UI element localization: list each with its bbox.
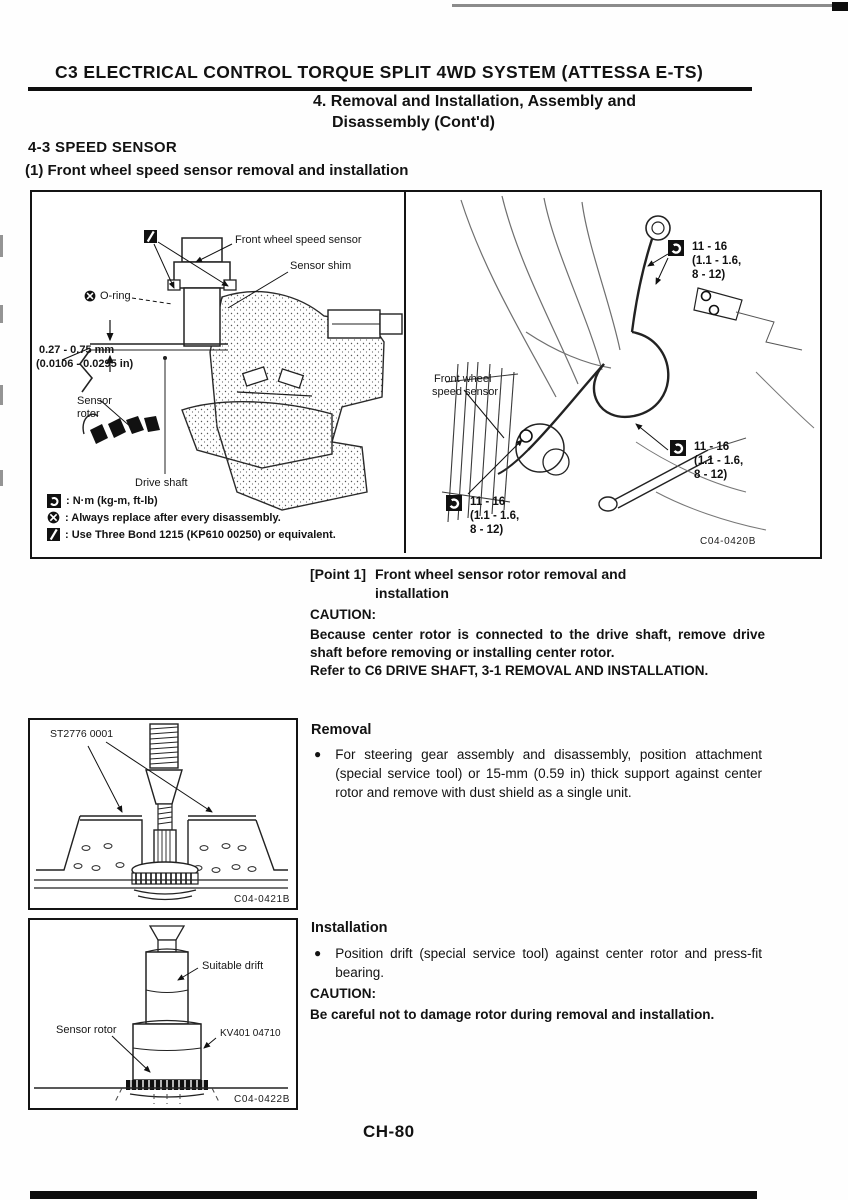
torque-value: 11 - 16 bbox=[470, 496, 506, 508]
label-oring-text: O-ring bbox=[100, 290, 131, 302]
removal-bullet-item: ● For steering gear assembly and disasse… bbox=[314, 745, 762, 802]
caution-label: CAUTION: bbox=[310, 986, 376, 1001]
caution-text: Because center rotor is connected to the… bbox=[310, 627, 765, 660]
main-figure: Front wheel speed sensor Sensor shim O-r… bbox=[30, 190, 822, 559]
sealant-icon bbox=[144, 230, 157, 243]
subsection-heading: (1) Front wheel speed sensor removal and… bbox=[25, 162, 409, 179]
figure-reference: C04-0421B bbox=[234, 894, 290, 905]
label-suitable-drift: Suitable drift bbox=[202, 960, 264, 972]
scan-artifact-corner bbox=[832, 2, 848, 11]
removal-heading: Removal bbox=[311, 722, 372, 738]
torque-ftlb: 8 - 12) bbox=[692, 269, 726, 281]
torque-kgm: (1.1 - 1.6, bbox=[692, 255, 742, 267]
torque-callout-top: 11 - 16 (1.1 - 1.6, 8 - 12) bbox=[668, 240, 741, 282]
page-title: C3 ELECTRICAL CONTROL TORQUE SPLIT 4WD S… bbox=[55, 62, 704, 82]
torque-value: 11 - 16 bbox=[694, 441, 730, 453]
sealant-icon bbox=[47, 528, 60, 541]
dimension-in: (0.0106 - 0.0295 in) bbox=[36, 358, 134, 370]
press-figure: ST2776 0001 C04-0421B bbox=[28, 718, 298, 910]
torque-kgm: (1.1 - 1.6, bbox=[470, 510, 520, 522]
section-heading: 4-3 SPEED SENSOR bbox=[28, 139, 178, 156]
legend-torque: : N·m (kg-m, ft-lb) bbox=[47, 494, 158, 508]
drift-figure: Suitable drift Sensor rotor KV401 04710 … bbox=[28, 918, 298, 1110]
label-sensor-shim: Sensor shim bbox=[290, 260, 352, 272]
caution-refer-text: Refer to C6 DRIVE SHAFT, 3-1 REMOVAL AND… bbox=[310, 663, 709, 678]
installation-heading: Installation bbox=[311, 920, 388, 936]
scan-edge-mark bbox=[0, 305, 3, 323]
replace-part-icon bbox=[84, 290, 96, 302]
label-front-wheel-speed-sensor: Front wheel speed sensor bbox=[235, 234, 362, 246]
bullet-marker: ● bbox=[314, 747, 322, 761]
torque-ftlb: 8 - 12) bbox=[694, 469, 728, 481]
torque-wrench-icon bbox=[668, 240, 684, 282]
torque-ftlb: 8 - 12) bbox=[470, 524, 504, 536]
legend-replace-text: : Always replace after every disassembly… bbox=[65, 511, 281, 524]
page-number: CH-80 bbox=[363, 1122, 415, 1141]
label-oring: O-ring bbox=[84, 290, 131, 302]
installation-caution-text: Be careful not to damage rotor during re… bbox=[310, 1007, 715, 1022]
figure-reference: C04-0420B bbox=[700, 536, 756, 547]
replace-part-icon bbox=[47, 511, 60, 524]
tool-number-label: ST2776 0001 bbox=[50, 728, 114, 740]
legend-sealant: : Use Three Bond 1215 (KP610 00250) or e… bbox=[47, 528, 336, 541]
torque-wrench-icon bbox=[47, 494, 61, 508]
legend-sealant-text: : Use Three Bond 1215 (KP610 00250) or e… bbox=[65, 528, 336, 541]
torque-wrench-icon bbox=[446, 495, 462, 537]
bullet-marker: ● bbox=[314, 946, 322, 960]
installation-bullet-text: Position drift (special service tool) ag… bbox=[335, 946, 762, 980]
chapter-subtitle-line1: 4. Removal and Installation, Assembly an… bbox=[313, 93, 637, 110]
removal-bullet-text: For steering gear assembly and disassemb… bbox=[335, 747, 762, 800]
press-tool-drawing bbox=[34, 723, 288, 901]
torque-callout-mid: 11 - 16 (1.1 - 1.6, 8 - 12) bbox=[670, 440, 743, 482]
torque-value: 11 - 16 bbox=[692, 241, 728, 253]
scan-edge-mark bbox=[0, 235, 3, 257]
label-sensor-rotor: Sensor rotor bbox=[56, 1024, 117, 1036]
scan-artifact-bottom-bar bbox=[30, 1191, 757, 1199]
figure-reference: C04-0422B bbox=[234, 1094, 290, 1105]
legend-replace: : Always replace after every disassembly… bbox=[47, 511, 281, 524]
legend-torque-text: : N·m (kg-m, ft-lb) bbox=[66, 495, 158, 507]
figure-panel-divider bbox=[404, 192, 406, 553]
label-front-wheel-line1: Front wheel bbox=[434, 373, 492, 385]
label-sensor-rotor-line2: rotor bbox=[77, 408, 100, 420]
suspension-view-drawing bbox=[441, 195, 815, 531]
point1-title-line1: Front wheel sensor rotor removal and bbox=[375, 566, 627, 582]
installation-bullet-item: ● Position drift (special service tool) … bbox=[314, 944, 762, 982]
drift-tool-drawing bbox=[34, 925, 288, 1104]
point1-title-line2: installation bbox=[375, 585, 449, 601]
chapter-subtitle-line2: Disassembly (Cont'd) bbox=[332, 114, 495, 131]
scan-edge-mark bbox=[0, 470, 3, 486]
label-front-wheel-line2: speed sensor bbox=[432, 386, 499, 398]
dimension-mm: 0.27 - 0.75 mm bbox=[39, 344, 115, 356]
tool-number-label: KV401 04710 bbox=[220, 1028, 281, 1039]
torque-kgm: (1.1 - 1.6, bbox=[694, 455, 744, 467]
scan-edge-mark bbox=[0, 385, 3, 405]
title-underline bbox=[28, 87, 752, 91]
torque-callout-bottom: 11 - 16 (1.1 - 1.6, 8 - 12) bbox=[446, 495, 519, 537]
torque-wrench-icon bbox=[670, 440, 686, 482]
scan-artifact-line bbox=[452, 4, 848, 7]
point1-heading: [Point 1] Front wheel sensor rotor remov… bbox=[310, 565, 626, 603]
label-drive-shaft: Drive shaft bbox=[135, 477, 188, 489]
caution-label: CAUTION: bbox=[310, 607, 376, 622]
hub-cross-section-drawing bbox=[61, 237, 403, 511]
label-sensor-rotor-line1: Sensor bbox=[77, 395, 112, 407]
point1-label: [Point 1] bbox=[310, 566, 366, 582]
